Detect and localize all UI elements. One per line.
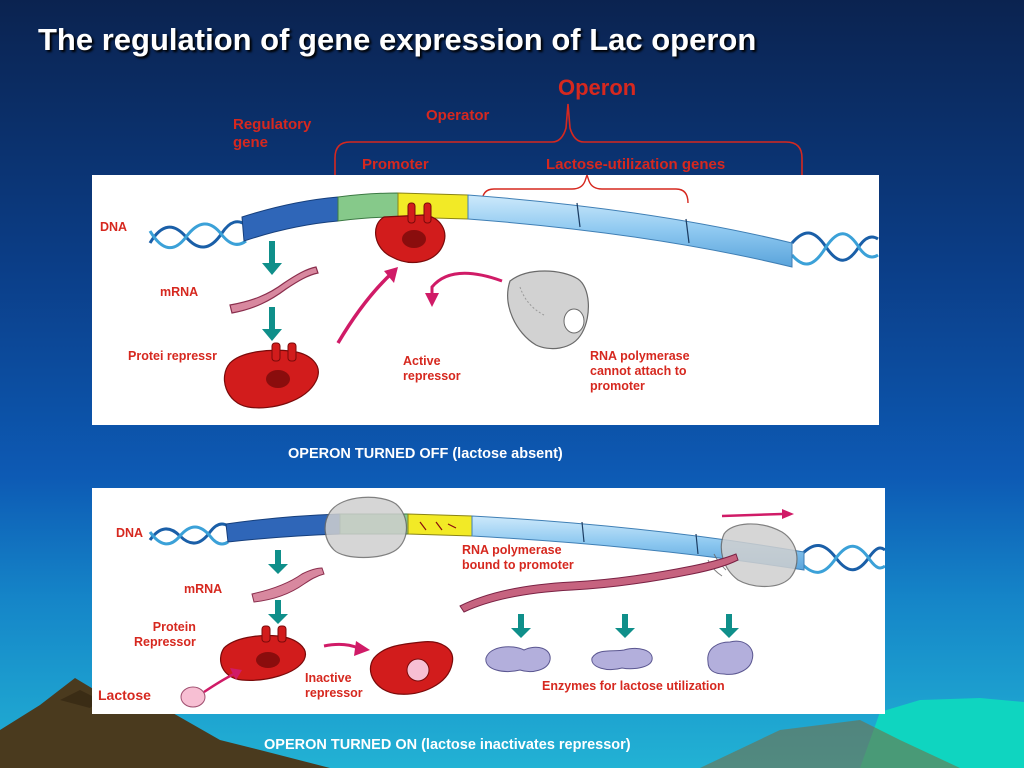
mrna-strand-icon (229, 266, 319, 314)
protein-repressor-label: Protei repressr (128, 349, 217, 363)
operon-bracket (334, 103, 803, 182)
rna-polymerase-note-label: RNA polymerase cannot attach to promoter (590, 349, 690, 393)
enzyme-2-icon (591, 647, 653, 671)
translation-arrow-icon (262, 307, 282, 341)
mrna-strand-icon (251, 567, 325, 603)
lactose-label: Lactose (98, 687, 151, 703)
enzyme-3-icon (707, 640, 754, 675)
rna-polymerase-icon (507, 270, 589, 350)
structural-genes-segment (467, 194, 793, 268)
transcription-arrow-icon (262, 241, 282, 275)
enzyme-arrow-2-icon (615, 614, 635, 638)
enzyme-arrow-1-icon (511, 614, 531, 638)
dna-helix-right (790, 231, 879, 266)
inactive-repressor-icon (369, 641, 454, 695)
dna-label: DNA (116, 526, 144, 540)
lactose-molecule-icon (180, 686, 206, 708)
enzyme-1-icon (485, 646, 551, 673)
promoter-label: Promoter (362, 156, 429, 173)
protein-repressor-label: Protein Repressor (134, 620, 196, 649)
active-repressor-bound-icon (375, 202, 446, 264)
regulatory-gene-segment (225, 513, 341, 543)
inactive-repressor-label: Inactive repressor (305, 671, 363, 700)
slide-title: The regulation of gene expression of Lac… (38, 22, 757, 57)
lactose-genes-bracket (481, 175, 689, 204)
dna-helix-left (148, 522, 229, 546)
mrna-label: mRNA (160, 285, 199, 299)
rna-polymerase-moving-icon (707, 523, 798, 588)
lac-mrna-strand-icon (459, 553, 739, 613)
operon-on-caption: OPERON TURNED ON (lactose inactivates re… (264, 737, 631, 753)
regulatory-gene-label: Regulatory gene (233, 116, 312, 151)
operator-segment (407, 513, 473, 537)
rna-polymerase-bound-icon (324, 496, 408, 559)
lactose-arrow-icon (203, 672, 235, 694)
transcription-arrow-icon (268, 550, 288, 574)
enzymes-label: Enzymes for lactose utilization (542, 679, 725, 693)
translation-arrow-icon (268, 600, 288, 624)
lactose-genes-label: Lactose-utilization genes (546, 156, 726, 173)
lactose-binding-arrow-icon (323, 642, 359, 650)
mrna-label: mRNA (184, 582, 223, 596)
structural-genes-segment (471, 515, 805, 571)
protein-repressor-icon (220, 625, 306, 681)
operon-off-panel: DNA mRNA Protei repressr Active represso… (92, 175, 879, 425)
dna-label: DNA (100, 220, 128, 234)
protein-repressor-icon (223, 342, 319, 409)
dna-helix-right (800, 544, 885, 574)
regulatory-gene-segment (241, 196, 339, 242)
operon-label: Operon (558, 75, 637, 100)
operon-off-caption: OPERON TURNED OFF (lactose absent) (288, 446, 563, 462)
enzyme-arrow-3-icon (719, 614, 739, 638)
movement-arrow-icon (721, 512, 783, 518)
operator-label: Operator (426, 107, 490, 124)
repressor-binding-arrow-icon (336, 271, 394, 344)
dna-helix-left (148, 220, 247, 249)
operon-on-panel: DNA mRNA Protein Repressor Lactose Inact… (92, 488, 885, 714)
polymerase-blocked-arrow-icon (430, 271, 503, 295)
active-repressor-label: Active repressor (403, 354, 461, 383)
operon-off-illustration (148, 175, 879, 409)
rna-polymerase-bound-label: RNA polymerase bound to promoter (462, 543, 574, 572)
operon-on-illustration (148, 496, 885, 708)
